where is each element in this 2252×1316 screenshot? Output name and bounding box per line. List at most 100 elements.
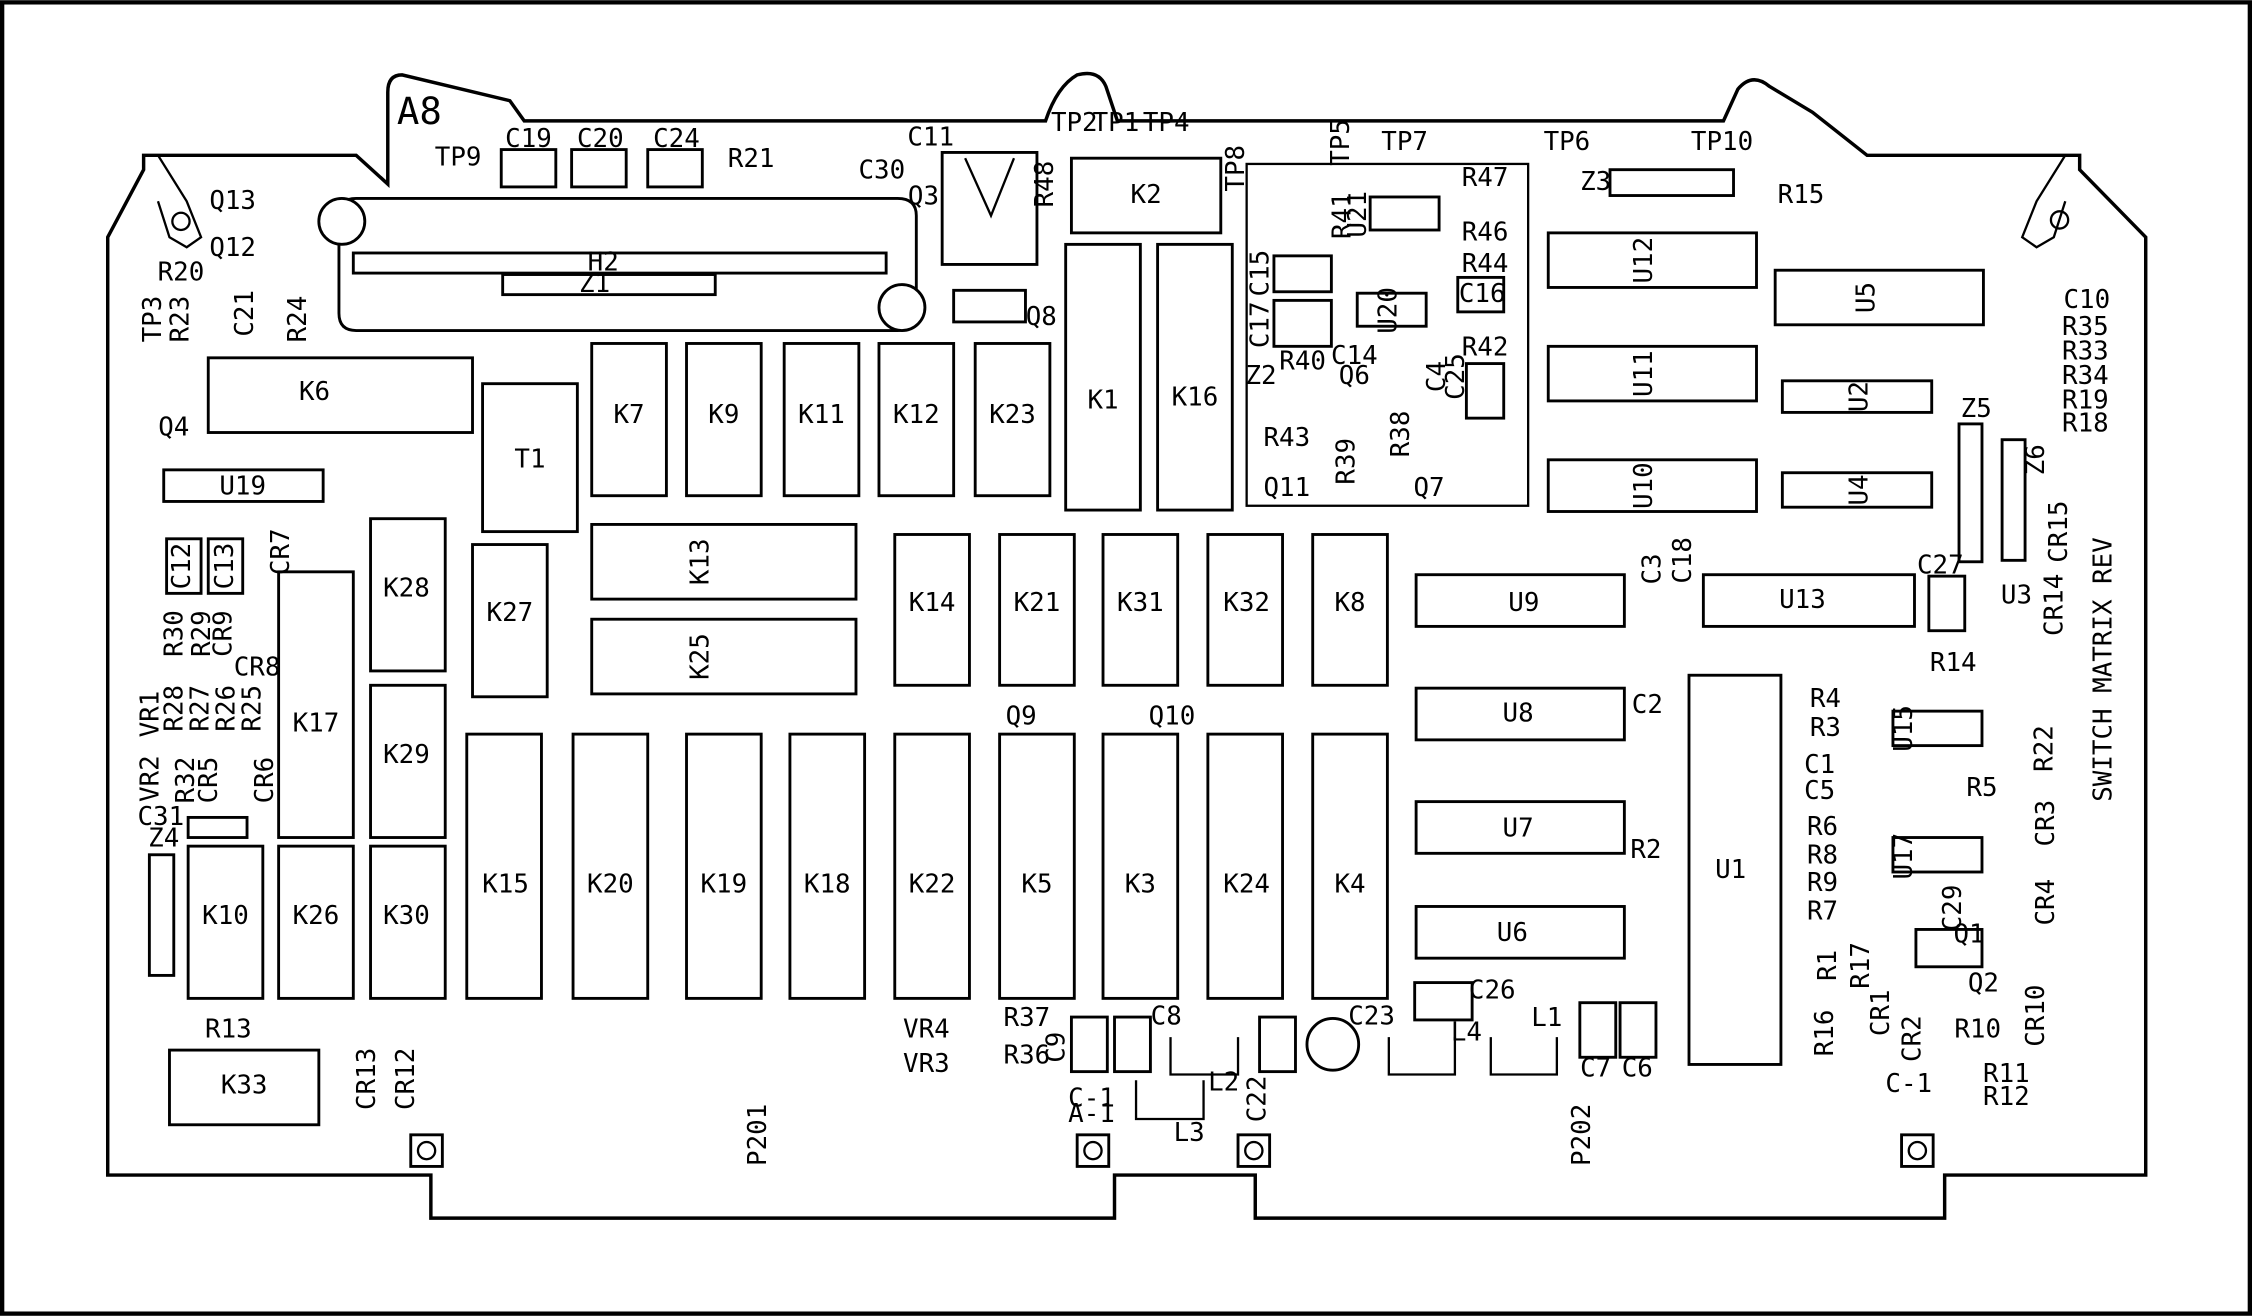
label-u7: U7	[1503, 813, 1534, 843]
label-u8: U8	[1503, 699, 1534, 729]
label-u15: U15	[1889, 705, 1919, 752]
label-r41: R41	[1327, 192, 1357, 239]
label-c25: C25	[1441, 353, 1471, 400]
label-u21: U21	[1343, 191, 1373, 238]
label-r20: R20	[158, 258, 205, 288]
label-c10: C10	[2063, 285, 2110, 315]
label-k5: K5	[1021, 869, 1052, 899]
label-a-1: A-1	[1068, 1099, 1115, 1129]
label-l2: L2	[1208, 1068, 1239, 1098]
label-q1: Q1	[1954, 920, 1985, 950]
label-k9: K9	[708, 400, 739, 430]
label-k8: K8	[1334, 588, 1365, 618]
label-r34: R34	[2062, 361, 2109, 391]
label-k10: K10	[202, 901, 249, 931]
label-c6: C6	[1622, 1053, 1653, 1083]
label-r3: R3	[1810, 713, 1841, 743]
label-r5: R5	[1966, 773, 1997, 803]
label-c23: C23	[1348, 1002, 1395, 1032]
label-vr1: VR1	[135, 691, 165, 738]
header-post-right	[877, 283, 927, 332]
label-cr13: CR13	[352, 1048, 382, 1110]
label-q13: Q13	[209, 186, 256, 216]
label-z6: Z6	[2021, 444, 2051, 475]
label-k2: K2	[1131, 180, 1162, 210]
label-u11: U11	[1629, 350, 1659, 397]
label-z3: Z3	[1580, 167, 1611, 197]
label-vr2: VR2	[135, 755, 165, 802]
label-z1: Z1	[579, 269, 610, 299]
eyelet-4	[1900, 1133, 1935, 1168]
label-k13: K13	[685, 538, 715, 585]
eyelet-3	[1236, 1133, 1272, 1168]
label-k21: K21	[1014, 588, 1061, 618]
label-c18: C18	[1668, 537, 1698, 584]
label-k28: K28	[383, 574, 430, 604]
header-post-left	[317, 196, 367, 246]
label-k4: K4	[1334, 869, 1365, 899]
label-r28: R28	[160, 685, 190, 732]
label-k30: K30	[383, 901, 430, 931]
label-c2: C2	[1632, 690, 1663, 720]
label-c12: C12	[167, 543, 197, 590]
label-c22: C22	[1243, 1076, 1273, 1123]
label-u20: U20	[1373, 287, 1403, 334]
label-q9: Q9	[1006, 701, 1037, 731]
label-k6: K6	[299, 377, 330, 407]
label-r25: R25	[237, 685, 267, 732]
label-p201: P201	[743, 1104, 773, 1166]
label-u2: U2	[1844, 381, 1874, 412]
board-outline	[105, 71, 2148, 1220]
label-q11: Q11	[1264, 473, 1311, 503]
label-c16: C16	[1459, 279, 1506, 309]
label-r13: R13	[205, 1014, 252, 1044]
label-c7: C7	[1580, 1053, 1611, 1083]
label-c9: C9	[1042, 1032, 1072, 1063]
label-u5: U5	[1852, 282, 1882, 313]
label-cr4: CR4	[2031, 879, 2061, 926]
label-k3: K3	[1125, 869, 1156, 899]
label-cr7: CR7	[266, 528, 296, 575]
label-q6: Q6	[1339, 361, 1370, 391]
label-k7: K7	[614, 400, 645, 430]
label-k15: K15	[482, 869, 529, 899]
label-c27: C27	[1917, 551, 1964, 581]
label-k29: K29	[383, 740, 430, 770]
label-r15: R15	[1778, 180, 1825, 210]
label-k25: K25	[685, 633, 715, 680]
label-vr4: VR4	[903, 1014, 950, 1044]
label-r8: R8	[1807, 841, 1838, 871]
label-k1: K1	[1087, 385, 1118, 415]
label-r17: R17	[1846, 942, 1876, 989]
subassembly-frame	[1245, 162, 1530, 507]
label-l4: L4	[1451, 1017, 1482, 1047]
label-k17: K17	[293, 709, 340, 739]
label-r43: R43	[1264, 423, 1311, 453]
label-tp1: TP1	[1093, 108, 1140, 138]
label-c24: C24	[653, 124, 700, 154]
label-r32: R32	[171, 757, 201, 804]
label-c14: C14	[1331, 341, 1378, 371]
label-r27: R27	[186, 685, 216, 732]
label-c3: C3	[1638, 553, 1668, 584]
label-u12: U12	[1629, 237, 1659, 284]
mount-ear-right	[2020, 154, 2080, 249]
label-k14: K14	[909, 588, 956, 618]
label-r11: R11	[1983, 1059, 2030, 1089]
label-k11: K11	[798, 400, 845, 430]
label-r42: R42	[1462, 332, 1509, 362]
label-r18: R18	[2062, 408, 2109, 438]
label-r9: R9	[1807, 868, 1838, 898]
label-r46: R46	[1462, 217, 1509, 247]
label-cr12: CR12	[391, 1048, 421, 1110]
label-c5: C5	[1804, 776, 1835, 806]
label-cr10: CR10	[2021, 984, 2051, 1046]
label-z2: Z2	[1245, 361, 1276, 391]
label-u13: U13	[1779, 585, 1826, 615]
mount-hole-right	[2049, 210, 2070, 230]
label-tp7: TP7	[1381, 127, 1428, 157]
label-r48: R48	[1030, 161, 1060, 208]
header-h2	[351, 251, 888, 275]
